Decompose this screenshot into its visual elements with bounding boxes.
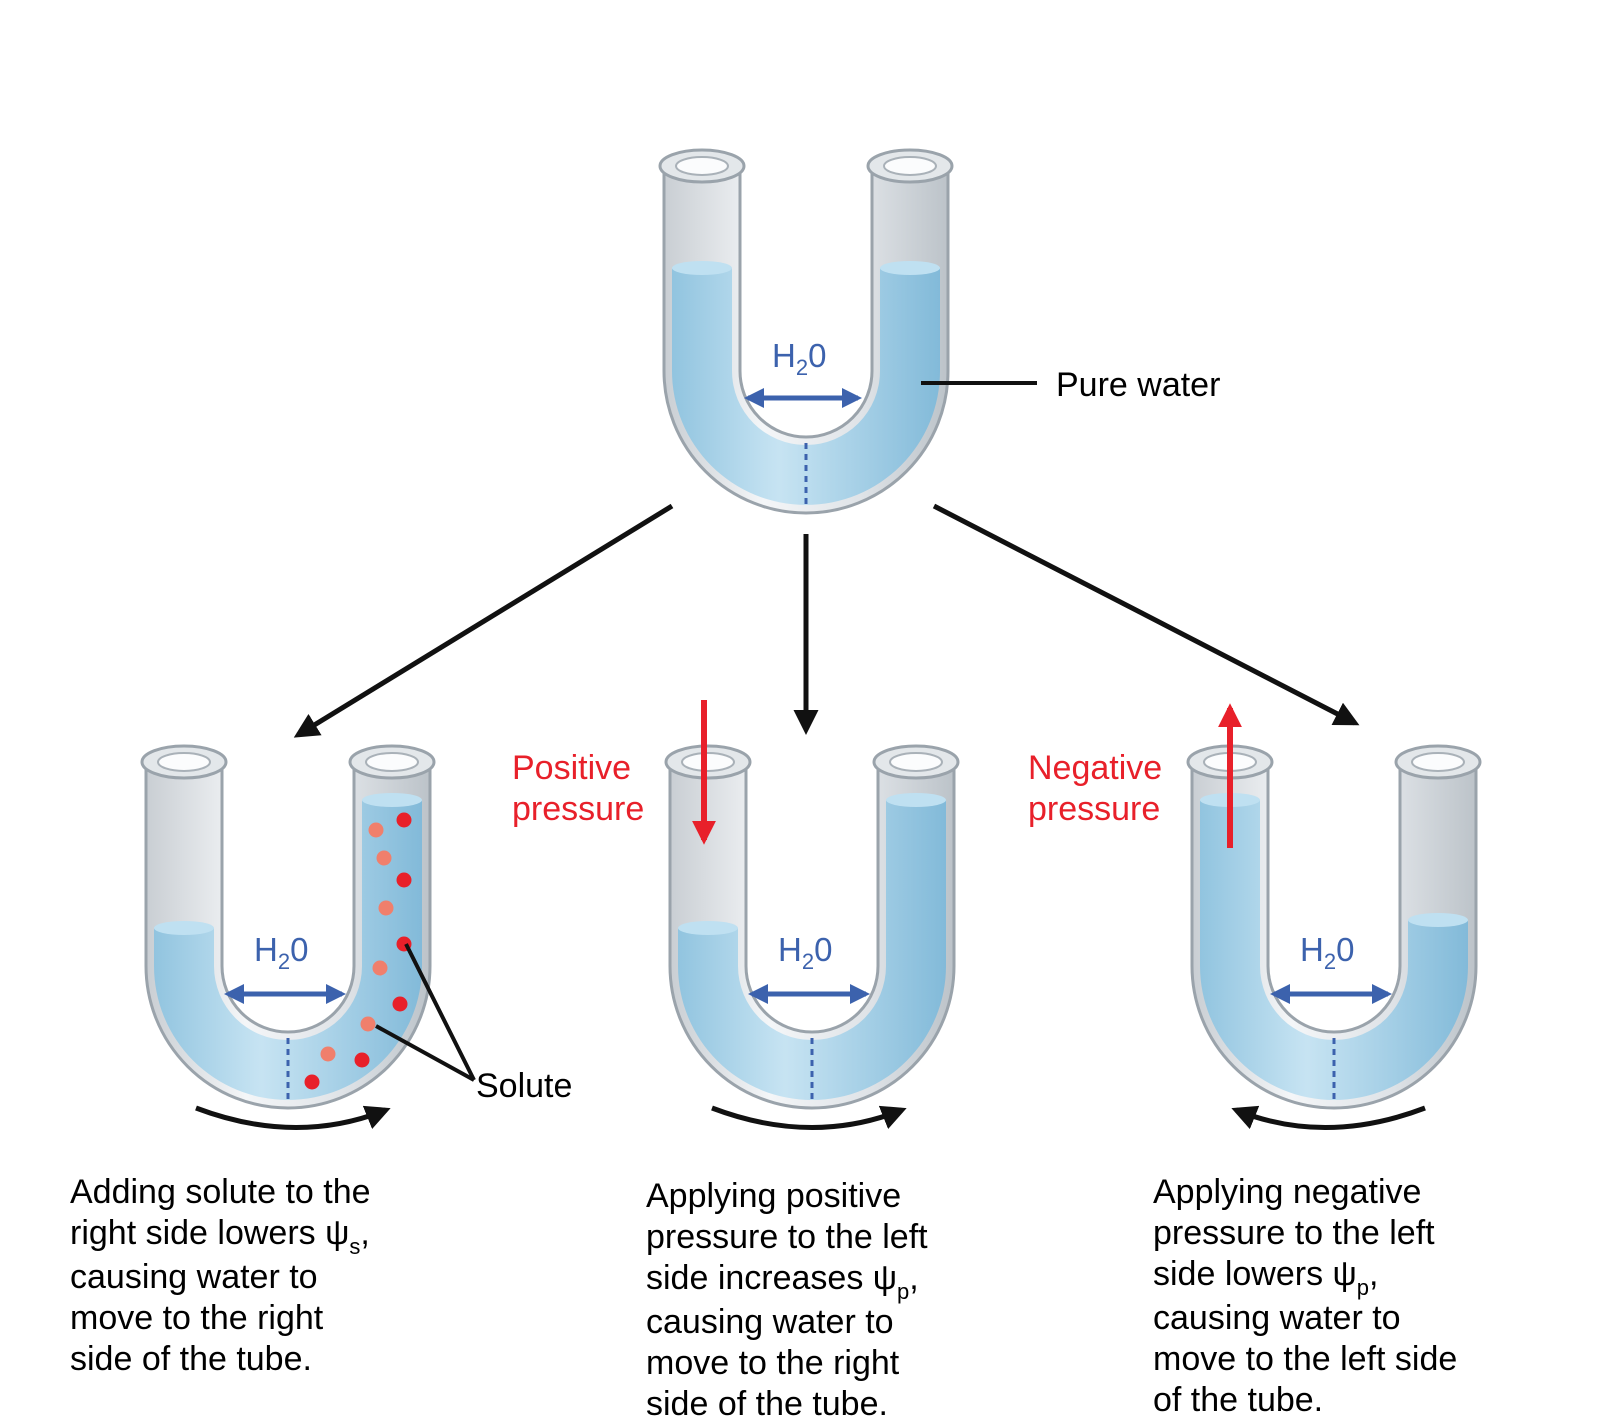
h2o-label-middle: H20 (778, 931, 833, 974)
solute-particle (376, 850, 392, 866)
top-tube-water-surface-left (672, 261, 732, 275)
solute-particle (392, 996, 408, 1012)
solute-particle (368, 822, 384, 838)
caption-left-line: move to the right (70, 1299, 324, 1337)
caption-right-line: move to the left side (1153, 1340, 1458, 1378)
caption-left-line: causing water to (70, 1258, 318, 1296)
u-tube-negative-pressure (1186, 744, 1482, 1110)
middle-tube-water (678, 800, 946, 1100)
flow-arrow-middle (711, 1105, 907, 1130)
caption-left-line: right side lowers ψs, (70, 1214, 370, 1259)
solute-particle (360, 1016, 376, 1032)
solute-particle (320, 1046, 336, 1062)
middle-tube-water-surface-left (678, 921, 738, 935)
caption-middle-line: side increases ψp, (646, 1259, 919, 1304)
solute-particle (372, 960, 388, 976)
middle-tube-water-surface-right (886, 793, 946, 807)
caption-middle: Applying positive pressure to the left s… (646, 1176, 928, 1425)
solute-particle (354, 1052, 370, 1068)
positive-pressure-label: Positive pressure (512, 748, 644, 830)
caption-left-line: Adding solute to the (70, 1173, 371, 1211)
caption-right-line: causing water to (1153, 1299, 1401, 1337)
right-tube-water-surface-right (1408, 913, 1468, 927)
pure-water-label: Pure water (1056, 366, 1221, 404)
caption-middle-line: move to the right (646, 1344, 900, 1382)
left-tube-rim-opening-right (365, 752, 419, 772)
branch-arrow-right (932, 503, 1360, 726)
h2o-label-top: H20 (772, 337, 827, 380)
flow-arrow-right (1231, 1105, 1426, 1130)
top-tube-water-surface-right (880, 261, 940, 275)
caption-middle-line: causing water to (646, 1303, 894, 1341)
middle-tube-rim-opening-left (681, 752, 735, 772)
solute-particle (396, 812, 412, 828)
h2o-label-left: H20 (254, 931, 309, 974)
h2o-label-right: H20 (1300, 931, 1355, 974)
caption-middle-line: pressure to the left (646, 1218, 928, 1256)
solute-leader-line-upper (404, 943, 476, 1081)
negative-pressure-label: Negative pressure (1028, 748, 1162, 830)
right-tube-rim-opening-right (1411, 752, 1465, 772)
u-tube-pure-water (658, 148, 954, 515)
left-tube-water-surface-right (362, 793, 422, 807)
top-tube-rim-opening-right (883, 156, 937, 176)
middle-tube-rim-opening-right (889, 752, 943, 772)
solute-particle (396, 872, 412, 888)
branch-arrow-left (293, 503, 674, 738)
caption-middle-line: Applying positive (646, 1177, 902, 1215)
caption-left-line: side of the tube. (70, 1340, 312, 1378)
caption-right-line: Applying negative (1153, 1173, 1422, 1211)
solute-label: Solute (476, 1067, 573, 1105)
u-tube-solute (140, 744, 436, 1110)
negative-pressure-label-line2: pressure (1028, 790, 1161, 828)
u-tube-positive-pressure (664, 744, 960, 1110)
flow-arrow-left (195, 1105, 391, 1130)
caption-left: Adding solute to the right side lowers ψ… (70, 1172, 371, 1380)
caption-right-line: of the tube. (1153, 1381, 1324, 1419)
positive-pressure-label-line2: pressure (512, 790, 645, 828)
left-tube-rim-opening-left (157, 752, 211, 772)
left-tube-water-surface-left (154, 921, 214, 935)
top-tube-rim-opening-left (675, 156, 729, 176)
caption-right: Applying negative pressure to the left s… (1153, 1172, 1457, 1421)
negative-pressure-label-line1: Negative (1028, 749, 1163, 787)
caption-right-line: pressure to the left (1153, 1214, 1435, 1252)
solute-particle (378, 900, 394, 916)
solute-particle (304, 1074, 320, 1090)
positive-pressure-label-line1: Positive (512, 749, 632, 787)
top-tube-water (672, 268, 940, 505)
caption-right-line: side lowers ψp, (1153, 1255, 1379, 1300)
right-tube-water (1200, 800, 1468, 1100)
caption-middle-line: side of the tube. (646, 1385, 888, 1423)
solute-leader-line-lower (375, 1024, 475, 1082)
left-tube-water (154, 800, 422, 1100)
